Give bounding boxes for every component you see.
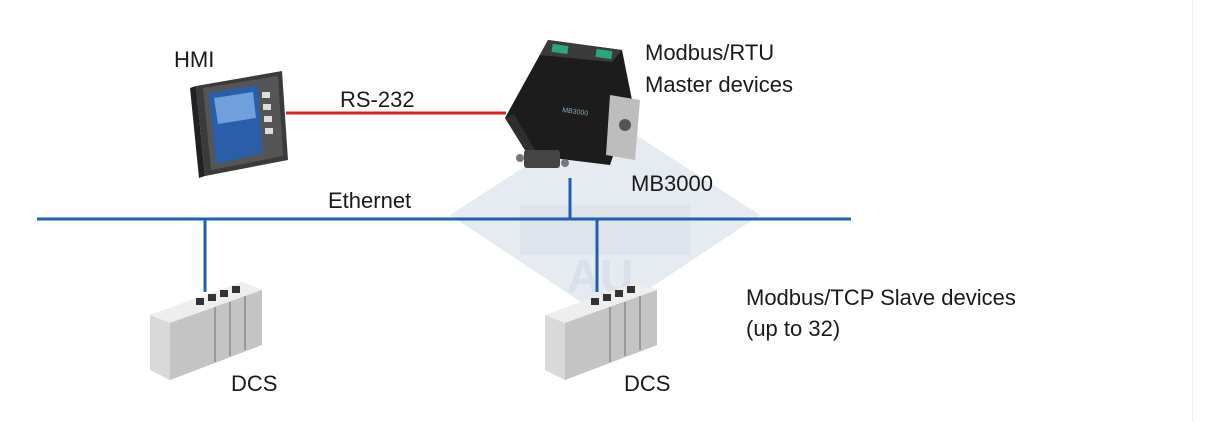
- slave-label-line2: (up to 32): [746, 316, 841, 341]
- dcs-right-label: DCS: [624, 371, 671, 396]
- rs232-label: RS-232: [340, 87, 415, 112]
- slave-devices-label: Modbus/TCP Slave devices (up to 32): [746, 282, 1016, 344]
- mb3000-gateway-icon: MB3000: [505, 40, 640, 168]
- master-label-line2: Master devices: [645, 72, 793, 97]
- dcs-left-label: DCS: [231, 371, 278, 396]
- master-label-line1: Modbus/RTU: [645, 40, 775, 65]
- frame-edge: [1192, 0, 1193, 422]
- master-devices-label: Modbus/RTU Master devices: [645, 37, 793, 101]
- svg-text:MB3000: MB3000: [562, 107, 589, 118]
- dcs-left-icon: [150, 282, 262, 380]
- hmi-label: HMI: [174, 47, 215, 72]
- gateway-label: MB3000: [631, 171, 713, 196]
- slave-label-line1: Modbus/TCP Slave devices: [746, 285, 1016, 310]
- hmi-icon: [190, 71, 288, 178]
- ethernet-label: Ethernet: [328, 188, 412, 213]
- dcs-right-icon: [545, 282, 657, 380]
